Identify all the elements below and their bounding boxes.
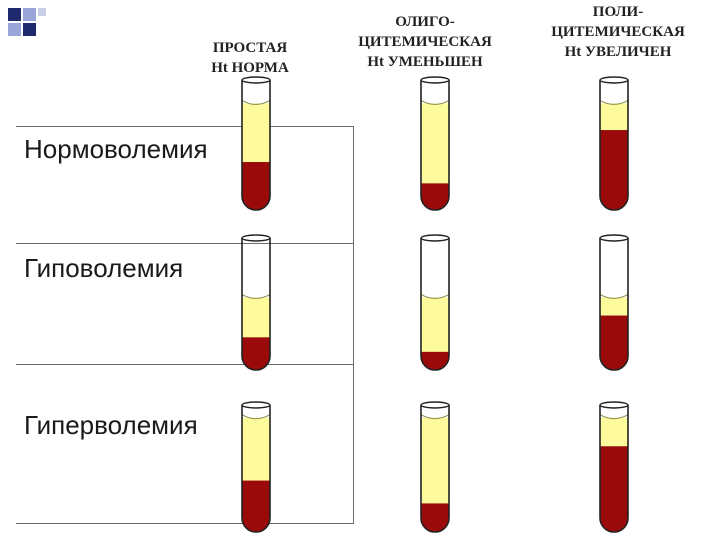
tube-rim xyxy=(421,77,449,83)
red-cell-layer xyxy=(421,352,449,372)
test-tube-poly xyxy=(600,235,628,372)
tube-rim xyxy=(421,402,449,408)
tube-rim xyxy=(600,235,628,241)
red-cell-layer xyxy=(242,162,270,212)
red-cell-layer xyxy=(242,481,270,534)
tube-rim xyxy=(600,77,628,83)
red-cell-layer xyxy=(600,130,628,212)
test-tube-simple xyxy=(242,77,270,212)
red-cell-layer xyxy=(600,316,628,372)
row-label-normovolemia: Нормоволемия xyxy=(24,134,212,164)
tube-rim xyxy=(242,235,270,241)
red-cell-layer xyxy=(421,183,449,212)
test-tube-poly xyxy=(600,402,628,534)
tube-rim xyxy=(242,402,270,408)
tube-rim xyxy=(421,235,449,241)
tube-rim xyxy=(600,402,628,408)
test-tube-oligo xyxy=(421,402,449,534)
test-tube-oligo xyxy=(421,77,449,212)
row-label-hypervolemia: Гиперволемия xyxy=(24,410,202,440)
test-tube-oligo xyxy=(421,235,449,372)
red-cell-layer xyxy=(600,446,628,534)
test-tube-simple xyxy=(242,235,270,372)
test-tube-simple xyxy=(242,402,270,534)
tube-rim xyxy=(242,77,270,83)
red-cell-layer xyxy=(421,503,449,534)
row-label-hypovolemia: Гиповолемия xyxy=(24,253,187,283)
test-tube-poly xyxy=(600,77,628,212)
